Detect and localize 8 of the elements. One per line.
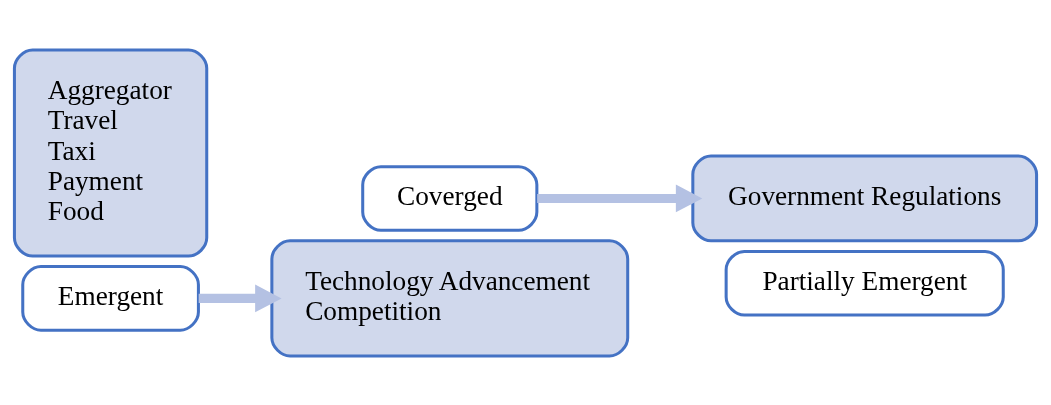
node-box: Partially Emergent <box>724 249 1005 317</box>
node-box: Aggregator Travel Taxi Payment Food <box>12 48 209 257</box>
node-box: Emergent <box>21 264 200 332</box>
node-box: Coverged <box>361 164 539 232</box>
node-box: Technology Advancement Competition <box>270 238 630 357</box>
arrow <box>198 284 282 312</box>
node-box: Government Regulations <box>691 154 1039 242</box>
arrow <box>537 184 703 212</box>
